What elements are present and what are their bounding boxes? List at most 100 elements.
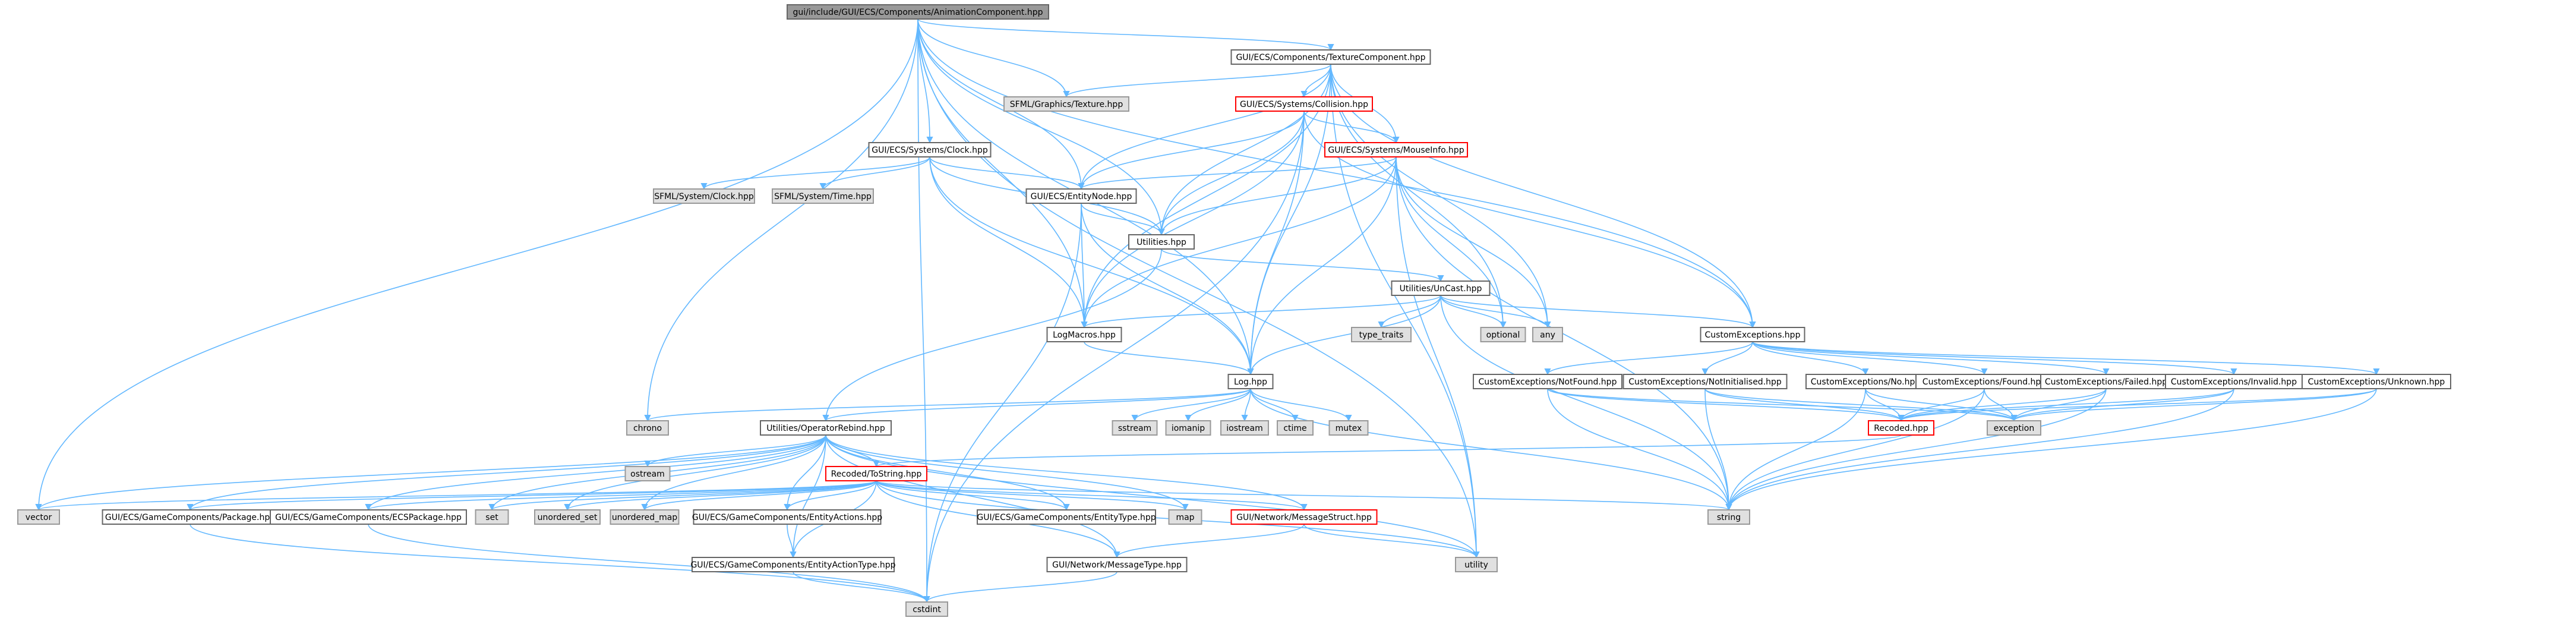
node-string[interactable]: string xyxy=(1707,509,1750,525)
node-notinit[interactable]: CustomExceptions/NotInitialised.hpp xyxy=(1622,374,1788,389)
edge-recoded-to-tostring xyxy=(873,434,1902,468)
node-label-notinit: CustomExceptions/NotInitialised.hpp xyxy=(1628,377,1782,387)
node-entityactiontype[interactable]: GUI/ECS/GameComponents/EntityActionType.… xyxy=(690,557,896,572)
node-found[interactable]: CustomExceptions/Found.hpp xyxy=(1915,374,2053,389)
edge-root-to-cexc xyxy=(917,18,1756,329)
node-package[interactable]: GUI/ECS/GameComponents/Package.hpp xyxy=(102,509,279,525)
edge-log-to-sstream xyxy=(1131,388,1251,422)
edge-texcomp-to-utility xyxy=(1330,64,1480,559)
node-box-optional xyxy=(1480,327,1526,342)
node-iostream[interactable]: iostream xyxy=(1220,420,1269,436)
edge-failed-to-string xyxy=(1725,388,2107,511)
node-typetraits[interactable]: type_traits xyxy=(1351,327,1412,342)
node-label-texcomp: GUI/ECS/Components/TextureComponent.hpp xyxy=(1236,53,1425,62)
node-no[interactable]: CustomExceptions/No.hpp xyxy=(1805,374,1925,389)
node-cstdint[interactable]: cstdint xyxy=(905,601,948,617)
node-mouseinfo[interactable]: GUI/ECS/Systems/MouseInfo.hpp xyxy=(1324,142,1468,157)
edge-notinit-to-exception xyxy=(1704,388,2018,422)
node-utility[interactable]: utility xyxy=(1455,557,1498,572)
node-mutex[interactable]: mutex xyxy=(1328,420,1369,436)
node-vector[interactable]: vector xyxy=(17,509,60,525)
node-box-entitytype xyxy=(977,509,1156,525)
edge-texcomp-to-cexc xyxy=(1330,64,1756,329)
node-ctime[interactable]: ctime xyxy=(1277,420,1314,436)
node-any[interactable]: any xyxy=(1532,327,1563,342)
node-map[interactable]: map xyxy=(1168,509,1202,525)
edge-entitynode-to-log xyxy=(1081,203,1254,376)
edge-texcomp-to-utilities xyxy=(1158,64,1331,236)
node-unmap[interactable]: unordered_map xyxy=(610,509,680,525)
node-box-exception xyxy=(1987,420,2041,436)
node-collision[interactable]: GUI/ECS/Systems/Collision.hpp xyxy=(1235,96,1373,112)
node-entitynode[interactable]: GUI/ECS/EntityNode.hpp xyxy=(1025,188,1137,204)
node-uncast[interactable]: Utilities/UnCast.hpp xyxy=(1391,281,1491,296)
node-logmacros[interactable]: LogMacros.hpp xyxy=(1046,327,1122,342)
edge-package-to-cstdint xyxy=(190,524,930,603)
node-clock[interactable]: GUI/ECS/Systems/Clock.hpp xyxy=(868,142,992,157)
edge-oprebind-to-ecspackage xyxy=(365,434,826,511)
node-sfmltex[interactable]: SFML/Graphics/Texture.hpp xyxy=(1003,96,1129,112)
node-cexc[interactable]: CustomExceptions.hpp xyxy=(1700,327,1805,342)
node-label-uncast: Utilities/UnCast.hpp xyxy=(1400,284,1482,294)
node-texcomp[interactable]: GUI/ECS/Components/TextureComponent.hpp xyxy=(1230,49,1431,65)
node-label-log: Log.hpp xyxy=(1234,377,1267,387)
node-label-mouseinfo: GUI/ECS/Systems/MouseInfo.hpp xyxy=(1328,146,1464,155)
node-utilities[interactable]: Utilities.hpp xyxy=(1128,234,1195,250)
node-set[interactable]: set xyxy=(475,509,509,525)
edge-uncast-to-optional xyxy=(1440,295,1507,329)
node-box-sfmltex xyxy=(1003,96,1129,112)
node-box-string xyxy=(1707,509,1750,525)
node-box-oprebind xyxy=(760,420,892,436)
node-optional[interactable]: optional xyxy=(1480,327,1526,342)
node-sstream[interactable]: sstream xyxy=(1112,420,1158,436)
node-msgstruct[interactable]: GUI/Network/MessageStruct.hpp xyxy=(1230,509,1378,525)
node-label-cexc: CustomExceptions.hpp xyxy=(1705,330,1801,340)
edge-root-to-cstdint xyxy=(917,18,930,603)
edge-oprebind-to-entityactiontype xyxy=(790,434,826,559)
edge-cexc-to-failed xyxy=(1752,341,2110,376)
node-label-chrono: chrono xyxy=(633,424,662,433)
node-label-ctime: ctime xyxy=(1283,424,1306,433)
node-notfound[interactable]: CustomExceptions/NotFound.hpp xyxy=(1473,374,1622,389)
node-unset[interactable]: unordered_set xyxy=(534,509,601,525)
node-sfmlclock[interactable]: SFML/System/Clock.hpp xyxy=(653,188,755,204)
node-ostream[interactable]: ostream xyxy=(624,466,671,481)
node-label-package: GUI/ECS/GameComponents/Package.hpp xyxy=(105,513,275,522)
node-invalid[interactable]: CustomExceptions/Invalid.hpp xyxy=(2165,374,2303,389)
node-box-no xyxy=(1805,374,1925,389)
edge-tostring-to-msgstruct xyxy=(876,480,1308,511)
edge-failed-to-recoded xyxy=(1898,388,2107,422)
edge-root-to-logmacros xyxy=(917,18,1088,329)
node-entitytype[interactable]: GUI/ECS/GameComponents/EntityType.hpp xyxy=(977,509,1156,525)
node-unknown[interactable]: CustomExceptions/Unknown.hpp xyxy=(2302,374,2451,389)
node-tostring[interactable]: Recoded/ToString.hpp xyxy=(825,466,927,481)
node-entityactions[interactable]: GUI/ECS/GameComponents/EntityActions.hpp xyxy=(692,509,882,525)
node-chrono[interactable]: chrono xyxy=(626,420,669,436)
edge-log-to-chrono xyxy=(644,388,1251,422)
edge-oprebind-to-vector xyxy=(35,434,826,511)
node-oprebind[interactable]: Utilities/OperatorRebind.hpp xyxy=(760,420,892,436)
node-ecspackage[interactable]: GUI/ECS/GameComponents/ECSPackage.hpp xyxy=(270,509,467,525)
edge-mouseinfo-to-optional xyxy=(1396,156,1507,329)
node-recoded[interactable]: Recoded.hpp xyxy=(1868,420,1934,436)
node-box-entityactiontype xyxy=(692,557,895,572)
node-box-sstream xyxy=(1112,420,1158,436)
node-failed[interactable]: CustomExceptions/Failed.hpp xyxy=(2040,374,2172,389)
node-sfmltime[interactable]: SFML/System/Time.hpp xyxy=(772,188,874,204)
node-box-invalid xyxy=(2165,374,2303,389)
node-msgtype[interactable]: GUI/Network/MessageType.hpp xyxy=(1046,557,1188,572)
node-log[interactable]: Log.hpp xyxy=(1227,374,1274,389)
edge-oprebind-to-ostream xyxy=(644,434,826,468)
node-box-cstdint xyxy=(905,601,948,617)
edge-cexc-to-unknown xyxy=(1752,341,2380,376)
edge-root-to-chrono xyxy=(644,18,918,422)
node-label-any: any xyxy=(1540,330,1555,340)
node-label-iomanip: iomanip xyxy=(1172,424,1205,433)
node-iomanip[interactable]: iomanip xyxy=(1165,420,1211,436)
edge-no-to-exception xyxy=(1865,388,2018,422)
edge-uncast-to-typetraits xyxy=(1378,295,1441,329)
node-exception[interactable]: exception xyxy=(1987,420,2041,436)
edge-msgstruct-to-msgtype xyxy=(1113,524,1305,559)
node-root[interactable]: gui/include/GUI/ECS/Components/Animation… xyxy=(787,4,1049,20)
node-label-map: map xyxy=(1176,513,1194,522)
